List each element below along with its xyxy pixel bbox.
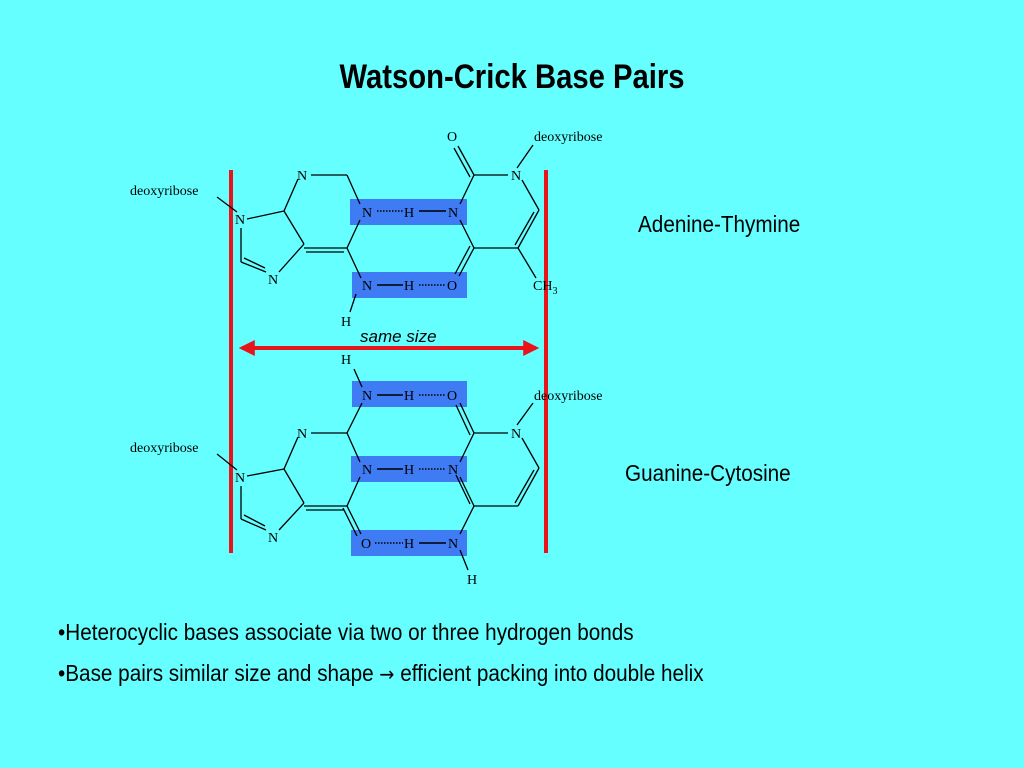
- cytosine-n2: N: [448, 463, 458, 478]
- guanine-n3: N: [235, 471, 245, 486]
- guanine-cytosine-label: Guanine-Cytosine: [625, 460, 791, 486]
- right-arrow-icon: →: [379, 662, 395, 686]
- thymine-structure: [453, 144, 540, 279]
- thymine-n1: N: [511, 169, 521, 184]
- guanine-sugar-label: deoxyribose: [130, 441, 198, 456]
- adenine-n1: N: [297, 169, 307, 184]
- cytosine-n1: N: [511, 427, 521, 442]
- cytosine-sugar-label: deoxyribose: [534, 389, 602, 404]
- thymine-n2: N: [448, 206, 458, 221]
- bullet-2-text: •Base pairs similar size and shape: [58, 660, 374, 686]
- adenine-n3: N: [235, 213, 245, 228]
- bullet-2-continuation: efficient packing into double helix: [400, 660, 704, 686]
- cytosine-o1: O: [447, 389, 457, 404]
- gc-h1: H: [404, 389, 414, 404]
- guanine-n5: N: [268, 531, 278, 546]
- adenine-sugar-label: deoxyribose: [130, 184, 198, 199]
- adenine-h-amine: H: [341, 315, 351, 330]
- same-size-label: same size: [360, 327, 437, 346]
- guanine-h-amine: H: [341, 353, 351, 368]
- hbond-box-at-1: [350, 199, 467, 225]
- adenine-thymine-label: Adenine-Thymine: [638, 211, 801, 237]
- gc-hydrogen-bonds: H H H: [375, 389, 446, 552]
- methyl-ch: CH: [533, 279, 552, 294]
- cytosine-atoms: O N N N H deoxyribose: [447, 389, 602, 588]
- gc-h2: H: [404, 463, 414, 478]
- cytosine-h-amine: H: [467, 573, 477, 588]
- guanine-structure: [216, 368, 363, 537]
- hbond-box-gc-2: [351, 456, 467, 482]
- bullet-item-1: •Heterocyclic bases associate via two or…: [58, 619, 634, 645]
- adenine-structure: [216, 174, 362, 313]
- thymine-o1: O: [447, 130, 457, 145]
- cytosine-n3: N: [448, 537, 458, 552]
- adenine-n4: N: [268, 273, 278, 288]
- hbond-box-at-2: [352, 272, 467, 298]
- hbond-box-gc-1: [352, 381, 467, 407]
- at-hydrogen-bonds: H H: [377, 206, 446, 294]
- adenine-atoms: N N N N N H deoxyribose: [130, 169, 372, 330]
- guanine-o1: O: [361, 537, 371, 552]
- guanine-n2: N: [297, 427, 307, 442]
- thymine-methyl: CH3: [533, 279, 557, 297]
- slide-title: Watson-Crick Base Pairs: [339, 58, 685, 96]
- methyl-subscript: 3: [552, 286, 557, 297]
- at-h1: H: [404, 206, 414, 221]
- adenine-n2: N: [362, 206, 372, 221]
- cytosine-structure: [455, 402, 540, 571]
- gc-h3: H: [404, 537, 414, 552]
- adenine-n5: N: [362, 279, 372, 294]
- hbond-highlights: [350, 199, 467, 556]
- bullet-list: •Heterocyclic bases associate via two or…: [58, 617, 704, 700]
- at-h2: H: [404, 279, 414, 294]
- guanine-n1: N: [362, 389, 372, 404]
- hbond-box-gc-3: [351, 530, 467, 556]
- guanine-n4: N: [362, 463, 372, 478]
- thymine-o2: O: [447, 279, 457, 294]
- thymine-atoms: O N N O CH3 deoxyribose: [447, 130, 602, 297]
- bullet-item-2: •Base pairs similar size and shape → eff…: [58, 658, 704, 689]
- thymine-sugar-label: deoxyribose: [534, 130, 602, 145]
- guanine-atoms: H N N N N N O deoxyribose: [130, 353, 372, 552]
